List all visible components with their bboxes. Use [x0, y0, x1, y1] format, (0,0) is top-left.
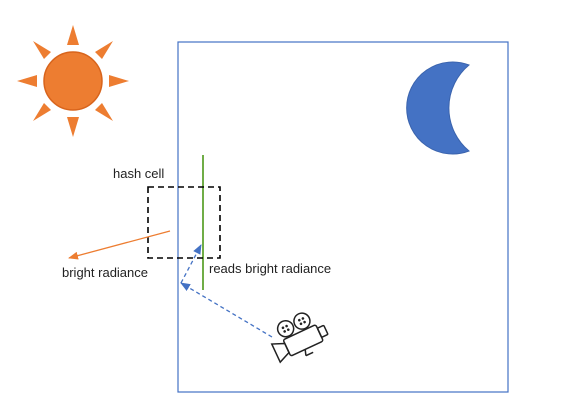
bright-radiance-label: bright radiance	[62, 265, 148, 280]
crescent-moon-icon	[406, 61, 470, 155]
bright-radiance-arrow	[68, 230, 171, 260]
movie-camera-icon	[270, 312, 329, 364]
reads-bright-radiance-label: reads bright radiance	[209, 261, 332, 276]
camera-ray-primary	[180, 282, 273, 338]
hash-cell-box	[147, 186, 221, 259]
sun-icon	[17, 25, 129, 137]
hash-cell-label: hash cell	[113, 166, 165, 181]
camera-ray-reflected	[180, 244, 202, 284]
scene-room-border	[177, 41, 509, 393]
